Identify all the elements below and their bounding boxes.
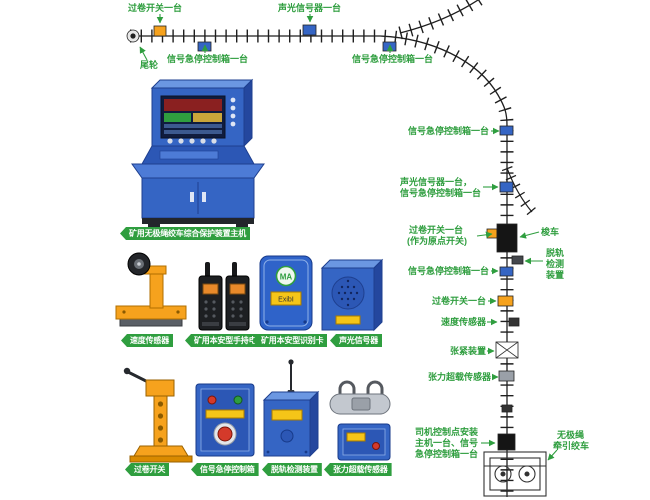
sound-estop-marker	[499, 181, 514, 193]
winch-schematic	[483, 451, 547, 497]
overwind-v-marker	[497, 295, 514, 307]
ma-logo	[275, 265, 297, 287]
tension-sensor-product	[329, 380, 391, 461]
track-branch-top	[398, 0, 488, 40]
origin-overwind-marker	[486, 228, 498, 239]
label-sound-signal: 声光信号器	[330, 334, 382, 347]
label-tension-sensor: 张力超载传感器	[324, 463, 392, 476]
track	[130, 0, 537, 497]
sound-signal-top-marker	[302, 24, 317, 36]
tensioner-marker	[495, 341, 519, 359]
annotation-estop-h-left: 信号急停控制箱一台	[167, 54, 249, 64]
label-radio: 矿用本安型手持电台	[185, 334, 269, 347]
sound-signal-product	[320, 258, 384, 332]
annotation-sound-estop-2: 信号急停控制箱一台	[400, 188, 482, 198]
green-button	[233, 395, 243, 405]
annotation-sound-top: 声光信号器一台	[278, 3, 342, 13]
label-estop-box: 信号急停控制箱	[191, 463, 259, 476]
derail-track-marker	[511, 255, 524, 265]
estop-mushroom-button	[217, 426, 233, 442]
ma-logo-text: MA	[280, 273, 293, 282]
annotation-sound-estop-1: 声光信号器一台，	[400, 177, 473, 187]
annotation-tail-wheel: 尾轮	[140, 60, 159, 70]
shuttle-car	[496, 223, 518, 253]
radio-product	[198, 262, 250, 331]
annotation-estop-h-right: 信号急停控制箱一台	[352, 54, 434, 64]
speed-sensor-product	[115, 252, 187, 327]
speaker-face	[331, 276, 365, 310]
annotation-derail: 脱轨检测装置	[546, 248, 565, 280]
annotation-estop-v1: 信号急停控制箱一台	[408, 126, 490, 136]
tail-wheel-hub	[130, 33, 136, 39]
driver-station-box	[497, 433, 516, 451]
label-speed-sensor: 速度传感器	[121, 334, 173, 347]
annotation-overwind-v: 过卷开关一台	[432, 296, 487, 306]
id-card-product: MA ExibⅠ	[259, 255, 313, 331]
overwind-top-marker	[153, 25, 167, 37]
annotation-tension-sensor: 张力超载传感器	[428, 372, 492, 382]
estop-v2-marker	[499, 266, 514, 277]
console-desk	[131, 163, 265, 179]
annotation-shuttle: 梭车	[541, 227, 560, 237]
annotation-origin-2: (作为原点开关)	[407, 236, 467, 246]
annotation-driver-station: 司机控制点安装主机一台、信号急停控制箱一台	[415, 427, 479, 459]
annotation-overwind-top: 过卷开关一台	[128, 3, 183, 13]
tension-sensor-marker	[498, 370, 515, 382]
label-console: 矿用无极绳绞车综合保护装置主机	[120, 227, 250, 240]
annotation-estop-v2: 信号急停控制箱一台	[408, 266, 490, 276]
console-product	[131, 78, 265, 228]
misc-device-marker	[501, 404, 513, 413]
annotation-origin-1: 过卷开关一台	[409, 225, 464, 235]
label-id-card: 矿用本安型识别卡	[252, 334, 328, 347]
exib-text: ExibⅠ	[278, 297, 294, 304]
label-derail-device: 脱轨检测装置	[262, 463, 322, 476]
overwind-switch-product	[123, 367, 193, 463]
annotation-arrows	[139, 14, 558, 461]
annotation-speed-v: 速度传感器	[441, 317, 487, 327]
speed-sensor-marker	[508, 317, 520, 327]
derail-device-product	[262, 359, 320, 458]
label-overwind-switch: 过卷开关	[125, 463, 170, 476]
annotation-winch-1: 无极绳	[557, 430, 585, 440]
annotation-winch-2: 牵引绞车	[553, 441, 590, 451]
estop-v1-marker	[499, 125, 514, 136]
red-button	[207, 395, 217, 405]
estop-box-product	[195, 383, 255, 457]
annotation-tensioner: 张紧装置	[450, 346, 487, 356]
